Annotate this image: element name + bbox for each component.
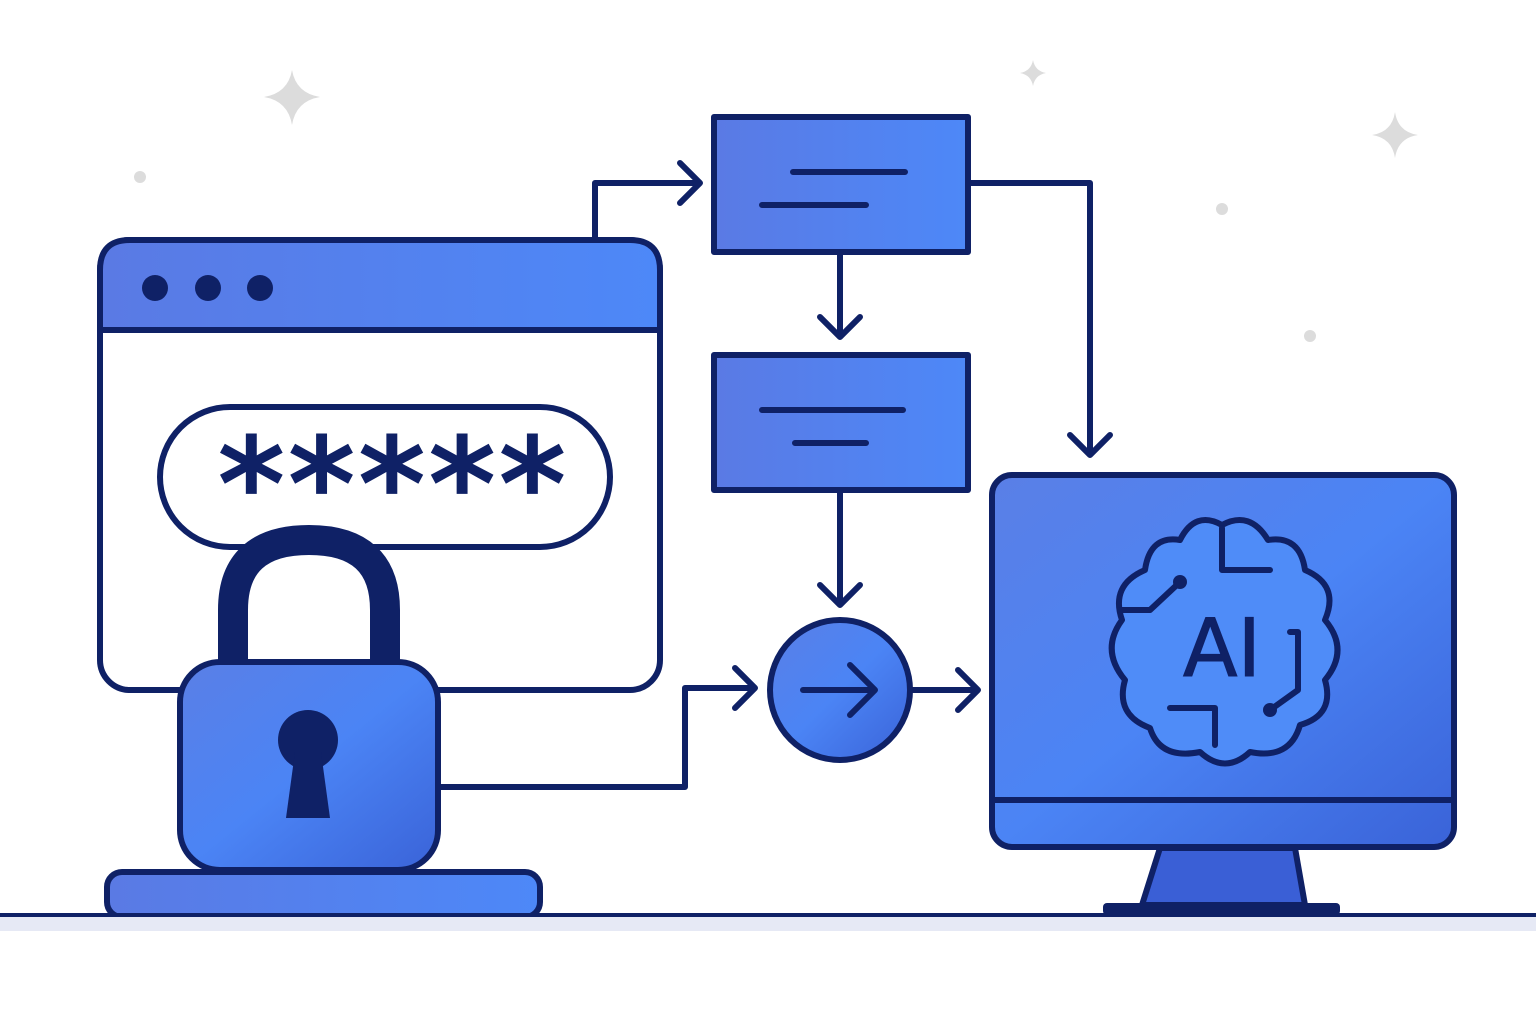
password-field[interactable] bbox=[157, 404, 613, 550]
connector-box1-to-monitor bbox=[965, 180, 1113, 458]
browser-title-bar bbox=[97, 237, 663, 333]
keyhole-icon bbox=[278, 710, 338, 818]
dot-decoration bbox=[134, 171, 146, 183]
ground-shadow bbox=[0, 917, 1536, 931]
document-box bbox=[711, 114, 971, 255]
window-dot[interactable] bbox=[195, 275, 221, 301]
ai-label: AI bbox=[1183, 602, 1261, 695]
connectors bbox=[435, 160, 1113, 790]
padlock-shackle bbox=[218, 524, 400, 665]
dot-decoration bbox=[1216, 203, 1228, 215]
ai-brain-icon: AI bbox=[1108, 517, 1341, 767]
monitor-stand bbox=[1139, 845, 1308, 908]
sparkle-icon bbox=[1372, 112, 1418, 158]
connector-box2-to-circle bbox=[817, 487, 863, 608]
sparkles bbox=[134, 60, 1418, 342]
sparkle-icon bbox=[1020, 60, 1046, 86]
browser-window: ***** bbox=[97, 237, 663, 693]
window-dot[interactable] bbox=[247, 275, 273, 301]
connector-box1-to-box2 bbox=[817, 249, 863, 340]
connector-lock-to-circle bbox=[435, 665, 758, 790]
connector-browser-to-box1 bbox=[592, 160, 703, 243]
dot-decoration bbox=[1304, 330, 1316, 342]
document-box bbox=[711, 352, 971, 493]
sparkle-icon bbox=[264, 70, 320, 125]
arrow-right-circle-icon bbox=[767, 617, 913, 763]
ground-line bbox=[0, 913, 1536, 917]
padlock-icon bbox=[177, 524, 441, 873]
connector-circle-to-monitor bbox=[907, 667, 981, 713]
monitor-icon: AI bbox=[989, 472, 1457, 915]
window-dot[interactable] bbox=[142, 275, 168, 301]
monitor-stand-base bbox=[1103, 903, 1340, 915]
lock-base-platform bbox=[104, 869, 543, 920]
